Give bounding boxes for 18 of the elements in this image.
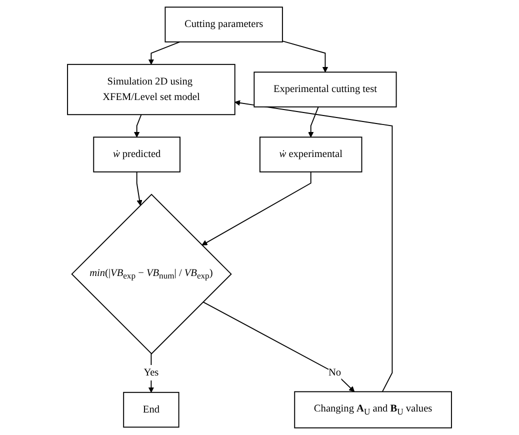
arrow xyxy=(308,106,319,138)
edge-label: No xyxy=(328,366,342,378)
arrow xyxy=(148,41,180,65)
arrow xyxy=(202,301,355,392)
node-box: End xyxy=(123,392,180,428)
arrow xyxy=(136,171,142,206)
arrow xyxy=(282,40,328,72)
node-box: Experimental cutting test xyxy=(254,72,397,108)
node-box: Changing A$_{U}$ and B$_{U}$ values xyxy=(294,391,452,428)
node-box: ẇ predicted xyxy=(93,136,180,172)
arrow xyxy=(134,114,142,138)
node-box: Cutting parameters xyxy=(164,6,283,42)
node-box: Simulation 2D using XFEM/Level set model xyxy=(67,64,236,116)
node-diamond: min(|VB$_{exp}$ − VB$_{num}$| / VB$_{exp}$) xyxy=(71,194,232,354)
arrow xyxy=(234,100,393,392)
node-box: ẇ experimental xyxy=(259,136,362,172)
arrow xyxy=(202,171,312,246)
edge-label: Yes xyxy=(144,366,159,378)
